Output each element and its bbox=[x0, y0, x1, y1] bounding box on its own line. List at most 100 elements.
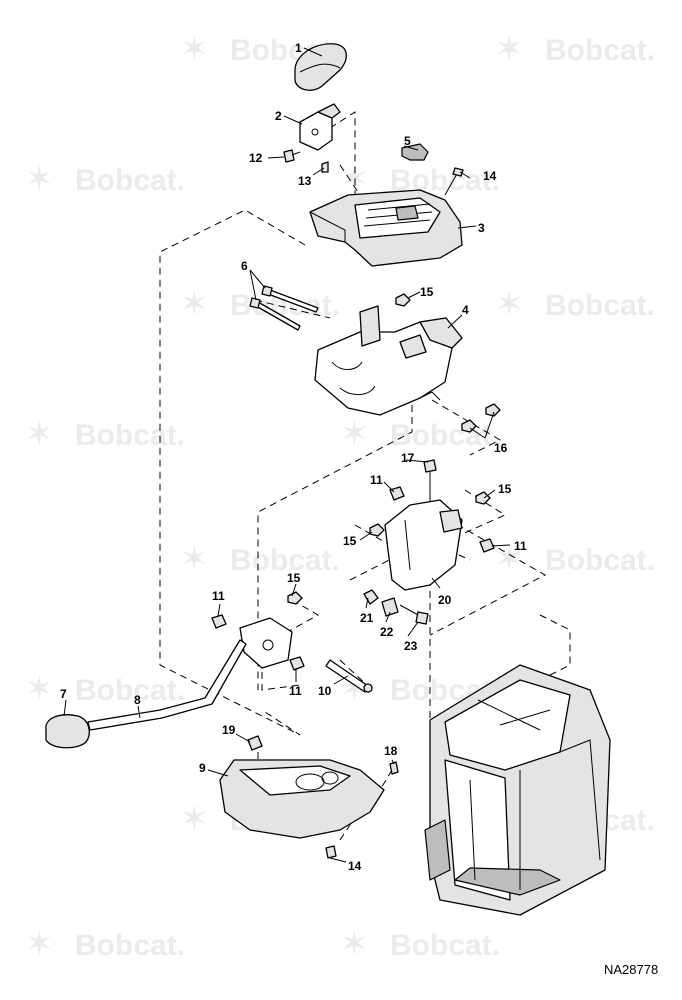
callout-1: 1 bbox=[295, 41, 302, 55]
lower-console-cover bbox=[219, 759, 385, 839]
watermark-text: Bobcat. bbox=[75, 929, 185, 962]
watermark-text: Bobcat. bbox=[75, 674, 185, 707]
watermark-text: Bobcat. bbox=[390, 419, 500, 452]
watermark-text: Bobcat. bbox=[390, 929, 500, 962]
callout-6: 6 bbox=[241, 259, 248, 273]
bushing-11-d bbox=[289, 656, 305, 671]
nut-15-d bbox=[287, 591, 303, 605]
callout-13: 13 bbox=[298, 174, 312, 188]
callout-11-b: 11 bbox=[514, 539, 527, 553]
watermark: ✶ Bobcat. bbox=[180, 540, 340, 578]
callout-11-c: 11 bbox=[212, 589, 225, 603]
leader-lines bbox=[63, 47, 511, 863]
callout-14-a: 14 bbox=[483, 169, 497, 183]
bolt-23 bbox=[399, 604, 429, 625]
bobcat-logo-icon: ✶ bbox=[25, 670, 54, 708]
drawing-reference: NA28778 bbox=[604, 962, 658, 977]
screw-13 bbox=[321, 161, 329, 173]
watermark: ✶ Bobcat. bbox=[25, 160, 185, 198]
callout-16: 16 bbox=[494, 441, 508, 455]
bobcat-logo-icon: ✶ bbox=[495, 285, 524, 323]
callout-15-c: 15 bbox=[343, 534, 357, 548]
callout-2: 2 bbox=[275, 109, 282, 123]
callout-22: 22 bbox=[380, 625, 394, 639]
bobcat-logo-icon: ✶ bbox=[340, 925, 369, 963]
callout-8: 8 bbox=[134, 693, 141, 707]
bobcat-logo-icon: ✶ bbox=[495, 540, 524, 578]
callout-3: 3 bbox=[478, 221, 485, 235]
bushing-11-c bbox=[211, 614, 227, 629]
nut-16-a bbox=[485, 403, 501, 417]
callout-7: 7 bbox=[60, 687, 67, 701]
bobcat-logo-icon: ✶ bbox=[340, 415, 369, 453]
nut-16-b bbox=[461, 419, 477, 433]
watermark-text: Bobcat. bbox=[545, 289, 655, 322]
shift-lever bbox=[87, 639, 247, 731]
callout-11-a: 11 bbox=[370, 473, 383, 487]
bobcat-logo-icon: ✶ bbox=[495, 30, 524, 68]
screw-12 bbox=[283, 149, 301, 163]
support-bracket bbox=[384, 499, 463, 591]
bobcat-logo-icon: ✶ bbox=[340, 160, 369, 198]
bolt-17 bbox=[423, 459, 437, 512]
spacer-22 bbox=[381, 597, 399, 617]
lever-knob bbox=[45, 714, 90, 749]
screw-14-bottom bbox=[325, 845, 337, 859]
watermark-text: Bobcat. bbox=[230, 289, 340, 322]
watermark: ✶ Bobcat. bbox=[340, 415, 500, 453]
washer-21 bbox=[363, 589, 379, 605]
long-bolts bbox=[249, 285, 319, 331]
watermark-text: Bobcat. bbox=[75, 164, 185, 197]
callout-5: 5 bbox=[404, 134, 411, 148]
callouts: 1 2 3 4 5 6 7 8 9 10 11 11 11 11 12 13 1… bbox=[60, 41, 527, 873]
callout-15-b: 15 bbox=[498, 482, 512, 496]
callout-14-b: 14 bbox=[348, 859, 362, 873]
bobcat-logo-icon: ✶ bbox=[25, 415, 54, 453]
watermark: ✶ Bobcat. bbox=[495, 30, 655, 68]
knob-cap bbox=[294, 43, 347, 91]
bushing-11-b bbox=[479, 538, 495, 553]
callout-9: 9 bbox=[199, 761, 206, 775]
watermark: ✶ Bobcat. bbox=[180, 285, 340, 323]
screw-18 bbox=[389, 761, 399, 775]
nut-19 bbox=[247, 735, 263, 751]
nut-15-c bbox=[369, 523, 385, 537]
callout-15-d: 15 bbox=[287, 571, 301, 585]
watermark-layer: ✶ Bobcat. ✶ Bobcat. ✶ Bobcat. ✶ Bobcat. … bbox=[25, 30, 655, 963]
watermark-text: Bobcat. bbox=[75, 419, 185, 452]
callout-11-d: 11 bbox=[289, 684, 302, 698]
lever-pivot bbox=[239, 617, 293, 669]
mounting-bracket bbox=[299, 103, 341, 151]
bobcat-logo-icon: ✶ bbox=[180, 540, 209, 578]
watermark: ✶ Bobcat. bbox=[340, 925, 500, 963]
clip bbox=[401, 143, 429, 161]
callout-19: 19 bbox=[222, 723, 236, 737]
bobcat-logo-icon: ✶ bbox=[25, 925, 54, 963]
watermark: ✶ Bobcat. bbox=[25, 925, 185, 963]
watermark: ✶ Bobcat. bbox=[25, 415, 185, 453]
bobcat-logo-icon: ✶ bbox=[180, 800, 209, 838]
callout-21: 21 bbox=[360, 611, 374, 625]
upper-console-cover bbox=[309, 189, 463, 267]
callout-4: 4 bbox=[462, 303, 469, 317]
nut-15-a bbox=[395, 293, 411, 307]
watermark: ✶ Bobcat. bbox=[495, 285, 655, 323]
callout-15-a: 15 bbox=[420, 285, 434, 299]
nut-15-b bbox=[475, 491, 491, 505]
watermark-text: Bobcat. bbox=[545, 544, 655, 577]
bobcat-logo-icon: ✶ bbox=[180, 285, 209, 323]
bobcat-logo-icon: ✶ bbox=[25, 160, 54, 198]
watermark: ✶ Bobcat. bbox=[495, 540, 655, 578]
callout-18: 18 bbox=[384, 744, 398, 758]
frame-bracket bbox=[314, 305, 463, 416]
watermark: ✶ Bobcat. bbox=[25, 670, 185, 708]
callout-17: 17 bbox=[401, 451, 415, 465]
callout-20: 20 bbox=[438, 593, 452, 607]
callout-10: 10 bbox=[318, 684, 332, 698]
bobcat-logo-icon: ✶ bbox=[180, 30, 209, 68]
callout-12: 12 bbox=[249, 151, 263, 165]
screw-14-top bbox=[444, 167, 464, 196]
machine-pedestal bbox=[424, 664, 611, 916]
watermark-text: Bobcat. bbox=[230, 544, 340, 577]
